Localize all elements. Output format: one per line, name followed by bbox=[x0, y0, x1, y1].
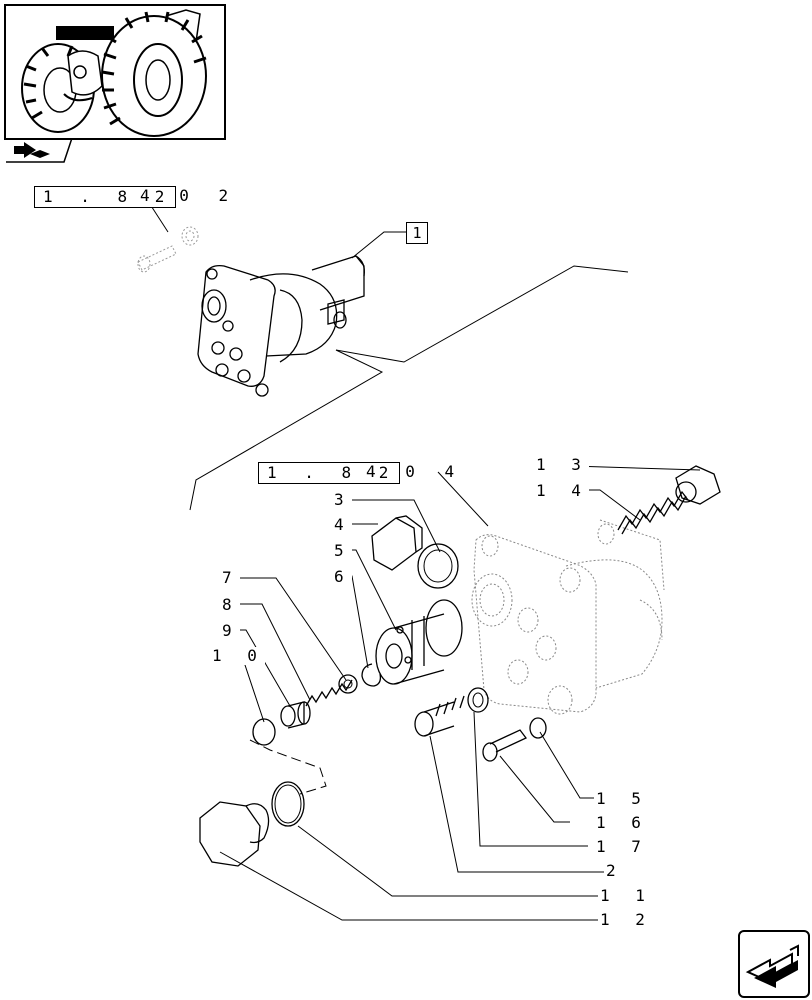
phantom-bolt-icon bbox=[137, 226, 199, 273]
reference-top-tail: 4 0 2 bbox=[140, 186, 239, 205]
leader-3 bbox=[346, 499, 441, 553]
washer-15-icon bbox=[529, 717, 547, 739]
plug-4-icon bbox=[371, 515, 423, 571]
callout-2[interactable]: 2 bbox=[606, 861, 624, 880]
spring-14-icon bbox=[617, 490, 689, 535]
o-ring-10-icon bbox=[252, 718, 276, 746]
callout-12[interactable]: 1 2 bbox=[600, 910, 653, 929]
leader-11 bbox=[297, 825, 598, 897]
callout-6[interactable]: 6 bbox=[334, 567, 352, 586]
cap-9-icon bbox=[280, 701, 311, 729]
pump-housing-phantom-icon bbox=[471, 519, 665, 715]
leader-8 bbox=[236, 603, 311, 701]
reference-top-main: 1 . 8 2 bbox=[43, 187, 174, 206]
tractor-thumbnail[interactable] bbox=[4, 4, 226, 140]
leader-7 bbox=[236, 577, 347, 681]
offset-dash bbox=[249, 739, 327, 795]
callout-16[interactable]: 1 6 bbox=[596, 813, 649, 832]
callout-8[interactable]: 8 bbox=[222, 595, 240, 614]
pump-assembly-icon bbox=[197, 255, 365, 397]
book-arrow-icon bbox=[6, 137, 74, 163]
reference-mid-main: 1 . 8 2 bbox=[267, 463, 398, 482]
washer-17-icon bbox=[467, 687, 489, 713]
plug-12-icon bbox=[199, 801, 270, 867]
callout-17[interactable]: 1 7 bbox=[596, 837, 649, 856]
leader-10 bbox=[236, 655, 265, 723]
leader-2 bbox=[429, 735, 604, 873]
callout-3[interactable]: 3 bbox=[334, 490, 352, 509]
leader-9 bbox=[236, 629, 291, 707]
callout-13[interactable]: 1 3 bbox=[536, 455, 589, 474]
callout-5[interactable]: 5 bbox=[334, 541, 352, 560]
leader-5 bbox=[346, 549, 397, 631]
tractor-thumbnail-icon bbox=[6, 6, 224, 138]
seal-ring-3-icon bbox=[417, 543, 459, 589]
bolt-16-icon bbox=[482, 729, 528, 762]
next-page-button[interactable] bbox=[738, 930, 810, 998]
leader-16 bbox=[499, 755, 570, 823]
leader-6 bbox=[346, 575, 369, 669]
screw-2-icon bbox=[414, 695, 465, 737]
leader-15 bbox=[539, 731, 594, 799]
callout-15[interactable]: 1 5 bbox=[596, 789, 649, 808]
callout-9[interactable]: 9 bbox=[222, 621, 240, 640]
callout-7[interactable]: 7 bbox=[222, 568, 240, 587]
reference-box-mid[interactable]: 1 . 8 2 bbox=[258, 462, 401, 484]
snap-ring-6-icon bbox=[361, 663, 382, 687]
callout-14[interactable]: 1 4 bbox=[536, 481, 589, 500]
reference-box-top[interactable]: 1 . 8 2 bbox=[34, 186, 177, 208]
seal-ring-3-inner bbox=[423, 549, 453, 583]
bracket-left bbox=[189, 349, 384, 511]
bracket-top bbox=[335, 265, 629, 363]
o-ring-11-icon bbox=[271, 781, 305, 827]
reference-mid-tail: 4 0 4 bbox=[366, 462, 465, 481]
valve-piston-5-icon bbox=[375, 599, 463, 685]
washer-7-icon bbox=[338, 674, 358, 694]
leader-17 bbox=[473, 711, 588, 847]
section-tab[interactable] bbox=[6, 137, 74, 164]
leader-13 bbox=[571, 465, 701, 471]
next-page-arrow-icon bbox=[745, 944, 799, 988]
assembly-label[interactable]: 1 bbox=[406, 222, 428, 244]
plug-13-icon bbox=[675, 465, 721, 505]
leader-12 bbox=[219, 851, 598, 921]
callout-11[interactable]: 1 1 bbox=[600, 886, 653, 905]
callout-10[interactable]: 1 0 bbox=[212, 646, 265, 665]
spring-8-icon bbox=[305, 679, 353, 707]
callout-4[interactable]: 4 bbox=[334, 515, 352, 534]
leader-assembly bbox=[351, 231, 406, 259]
